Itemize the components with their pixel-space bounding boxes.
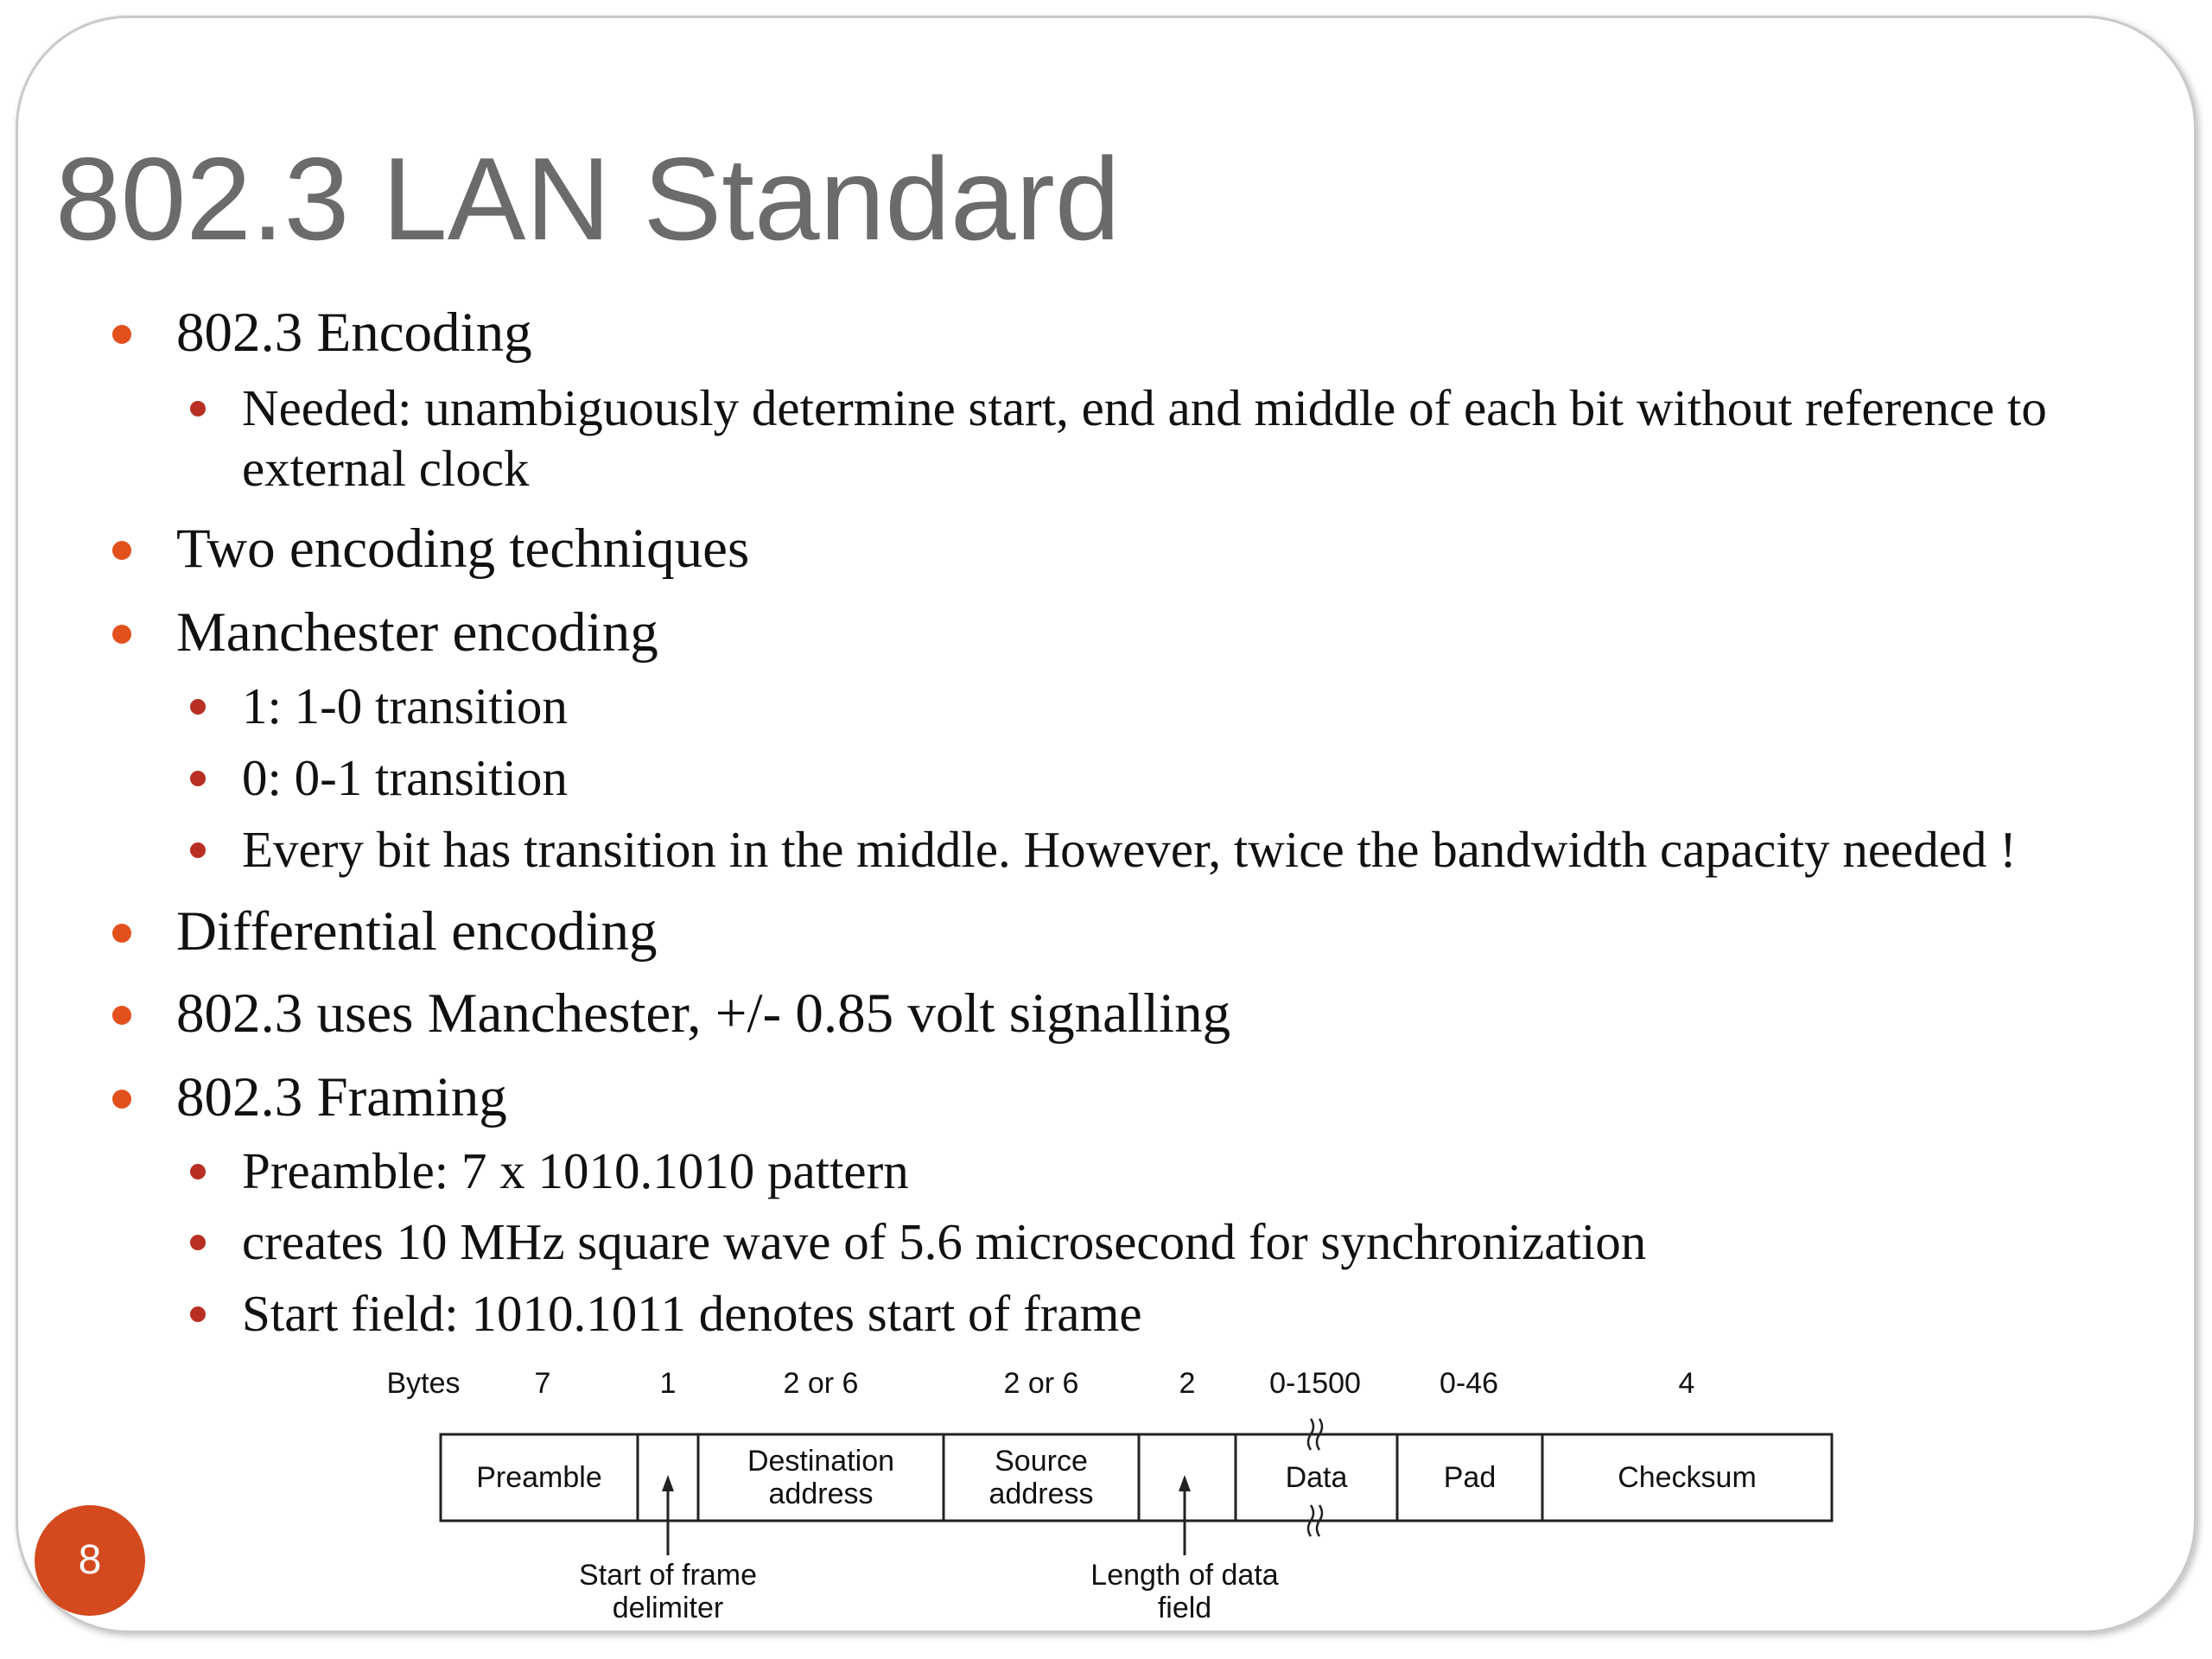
field-pad: Pad (1443, 1461, 1497, 1494)
sub-bullet-item: Preamble: 7 x 1010.1010 pattern (190, 1141, 909, 1201)
byte-count-checksum: 4 (1678, 1367, 1695, 1400)
annotation-start-delimiter: Start of frame delimiter (579, 1559, 757, 1624)
field-checksum: Checksum (1618, 1461, 1757, 1494)
annotation-length-field: Length of data field (1090, 1559, 1279, 1624)
bullet-dot-icon (190, 1164, 206, 1179)
sub-bullet-item: 0: 0-1 transition (190, 747, 568, 808)
sub-bullet-item: Needed: unambiguously determine start, e… (190, 378, 2177, 499)
field-data: Data (1285, 1461, 1348, 1494)
bullet-dot-icon (190, 771, 206, 786)
sub-bullet-item: Start field: 1010.1011 denotes start of … (190, 1283, 1142, 1344)
bytes-label: Bytes (386, 1367, 461, 1400)
bullet-dot-icon (190, 401, 206, 416)
bullet-dot-icon (112, 541, 131, 560)
bullet-dot-icon (190, 842, 206, 858)
bullet-dot-icon (112, 625, 131, 644)
frame-format-lines (439, 1418, 1834, 1555)
bullet-item: Manchester encoding (112, 598, 658, 667)
bullet-text: 802.3 Framing (176, 1066, 507, 1128)
bullet-dot-icon (190, 699, 206, 715)
bullet-text: 1: 1-0 transition (242, 677, 568, 734)
byte-count-destination: 2 or 6 (783, 1367, 859, 1400)
bullet-item: 802.3 Framing (112, 1063, 507, 1132)
bullet-text: Manchester encoding (176, 601, 658, 664)
sub-bullet-item: Every bit has transition in the middle. … (190, 819, 2017, 880)
bullet-text: Needed: unambiguously determine start, e… (242, 379, 2047, 497)
slide-title: 802.3 LAN Standard (55, 133, 1121, 264)
bullet-dot-icon (112, 1090, 131, 1109)
bullet-text: Preamble: 7 x 1010.1010 pattern (242, 1142, 909, 1199)
bullet-dot-icon (112, 924, 131, 943)
page-number-badge: 8 (35, 1505, 145, 1616)
bullet-dot-icon (112, 325, 131, 344)
bullet-list: 802.3 Encoding Needed: unambiguously det… (112, 298, 2177, 1344)
bullet-item: Two encoding techniques (112, 514, 750, 583)
bullet-text: 802.3 uses Manchester, +/- 0.85 volt sig… (176, 982, 1231, 1045)
bullet-text: Two encoding techniques (176, 518, 750, 580)
bullet-text: Differential encoding (176, 900, 658, 963)
bullet-text: 802.3 Encoding (176, 302, 532, 364)
bullet-dot-icon (190, 1306, 206, 1322)
bullet-item: 802.3 uses Manchester, +/- 0.85 volt sig… (112, 979, 1231, 1048)
byte-count-pad: 0-46 (1439, 1367, 1499, 1400)
bullet-text: 0: 0-1 transition (242, 749, 568, 806)
bullet-item: Differential encoding (112, 897, 658, 966)
bullet-text: Every bit has transition in the middle. … (242, 821, 2017, 878)
frame-format-diagram: Bytes 7 1 2 or 6 2 or 6 2 0-1500 0-46 4 … (363, 1357, 1884, 1633)
byte-count-data: 0-1500 (1269, 1367, 1361, 1400)
bullet-item: 802.3 Encoding (112, 298, 532, 367)
field-preamble: Preamble (476, 1461, 602, 1494)
byte-count-preamble: 7 (534, 1367, 551, 1400)
byte-count-start-delimiter: 1 (659, 1367, 677, 1400)
bullet-dot-icon (190, 1235, 206, 1250)
slide-border (16, 16, 2196, 1633)
bullet-text: Start field: 1010.1011 denotes start of … (242, 1285, 1142, 1342)
sub-bullet-item: creates 10 MHz square wave of 5.6 micros… (190, 1211, 1647, 1272)
bullet-text: creates 10 MHz square wave of 5.6 micros… (242, 1213, 1647, 1270)
field-destination-address: Destination address (747, 1445, 895, 1510)
byte-count-length: 2 (1179, 1367, 1196, 1400)
bullet-dot-icon (112, 1006, 131, 1025)
sub-bullet-item: 1: 1-0 transition (190, 676, 568, 736)
field-source-address: Source address (988, 1445, 1094, 1510)
byte-count-source: 2 or 6 (1003, 1367, 1079, 1400)
